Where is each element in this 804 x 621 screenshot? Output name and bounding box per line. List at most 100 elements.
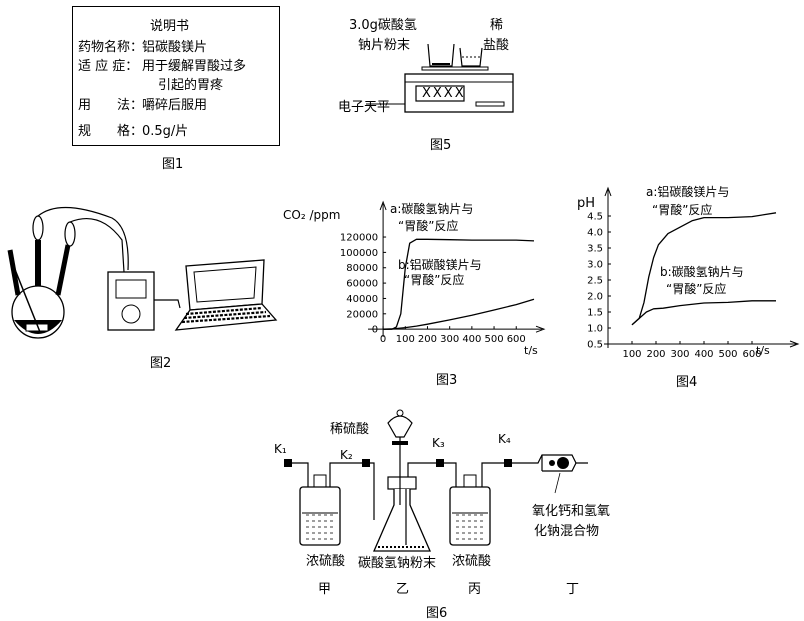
instruction-value: 嚼碎后服用: [142, 98, 208, 113]
valve-k1: [284, 459, 292, 467]
x-tick-label: 500: [485, 334, 504, 345]
instruction-title: 说明书: [150, 19, 190, 34]
nahco3-label-1: 3.0g碳酸氢: [349, 18, 417, 33]
y-tick-label: 20000: [346, 309, 378, 320]
laptop-keyboard: [174, 303, 278, 331]
fig1-caption: 图1: [162, 157, 184, 172]
fig6-caption: 图6: [426, 606, 448, 621]
instruction-value: 用于缓解胃酸过多: [142, 59, 247, 74]
funnel-stopcock: [392, 441, 408, 445]
tube-d-label-1: 氧化钙和氢氧: [532, 504, 611, 519]
hcl-label-2: 盐酸: [483, 38, 510, 53]
dilute-h2so4-label: 稀硫酸: [330, 422, 370, 437]
y-axis-arrow: [379, 200, 387, 211]
y-axis-arrow: [604, 186, 612, 197]
y-tick-label: 100000: [340, 248, 378, 259]
fig4-series-b-label-1: b:碳酸氢钠片与: [660, 265, 744, 279]
valve-k2-label: K₂: [340, 448, 353, 462]
fig5-caption: 图5: [430, 138, 452, 153]
bottle-c-label: 浓硫酸: [452, 554, 492, 569]
apparatus-c-name: 丙: [468, 582, 482, 597]
x-tick-label: 600: [742, 349, 761, 360]
conical-flask: [373, 489, 431, 552]
flask-stopper: [387, 476, 417, 490]
valve-k2: [362, 459, 370, 467]
balance-display: [415, 85, 465, 102]
x-tick-label: 400: [694, 349, 713, 360]
bottle-c: [449, 486, 491, 546]
y-tick-label: 3.5: [587, 244, 603, 255]
funnel-stopper: [396, 409, 404, 417]
sensor-cable: [69, 218, 125, 273]
tube-c-to-d: [481, 462, 530, 489]
stirring-rod: [11, 261, 41, 333]
right-probe: [55, 244, 71, 296]
balance-pan: [421, 66, 489, 71]
fig4-series-a-label-2: “胃酸”反应: [652, 203, 713, 217]
laptop-keys: [181, 306, 271, 324]
y-tick-label: 0: [372, 325, 378, 336]
drying-agent: [549, 460, 555, 466]
fig4-series-b-label-2: “胃酸”反应: [666, 282, 727, 296]
fig3-xunit: t/s: [524, 344, 538, 357]
gas-apparatus: [284, 409, 588, 552]
x-tick-label: 300: [670, 349, 689, 360]
instruction-key: 适 应 症：: [78, 59, 139, 74]
apparatus-a-name: 甲: [318, 582, 332, 597]
usb-cable: [154, 299, 181, 309]
flask-b-label: 碳酸氢钠粉末: [358, 556, 437, 571]
instruction-key: 用 法：: [78, 98, 144, 113]
instruction-value: 0.5g/片: [142, 124, 189, 139]
x-tick-label: 0: [380, 334, 386, 345]
tube-a-to-b: [329, 462, 375, 520]
fig3-series-a-label-2: “胃酸”反应: [398, 219, 459, 233]
y-tick-label: 120000: [340, 233, 378, 244]
drying-tube: [530, 454, 588, 464]
balance-readout: XXXX: [422, 86, 466, 101]
fig3-ylabel: CO₂ /ppm: [283, 208, 341, 222]
y-tick-label: 1.5: [587, 308, 603, 319]
acid-beaker: [459, 47, 483, 67]
fig3-caption: 图3: [436, 373, 458, 388]
fig2-caption: 图2: [150, 356, 172, 371]
y-tick-label: 2.5: [587, 276, 603, 287]
fig3-series-b-label-1: b:铝碳酸镁片与: [398, 258, 482, 272]
logger-screen: [115, 279, 147, 299]
series-line-b: [631, 300, 776, 326]
y-tick-label: 4.5: [587, 212, 603, 223]
y-tick-label: 80000: [346, 263, 378, 274]
fig4-ylabel: pH: [577, 196, 596, 211]
x-axis-arrow: [535, 325, 546, 333]
y-tick-label: 60000: [346, 279, 378, 290]
valve-k1-label: K₁: [274, 442, 287, 456]
x-tick-label: 100: [396, 334, 415, 345]
bottle-a-fill: [306, 514, 334, 540]
x-axis-arrow: [789, 340, 800, 348]
nahco3-label-2: 钠片粉末: [358, 38, 411, 53]
hcl-label-1: 稀: [490, 18, 504, 33]
powder-beaker: [427, 43, 455, 67]
x-tick-label: 400: [462, 334, 481, 345]
bottle-a-label: 浓硫酸: [306, 554, 346, 569]
separatory-funnel: [387, 415, 413, 438]
x-tick-label: 100: [622, 349, 641, 360]
y-tick-label: 40000: [346, 294, 378, 305]
fig3-series-a-label-1: a:碳酸氢钠片与: [390, 202, 474, 216]
valve-k3-label: K₃: [432, 436, 445, 450]
balance-diagram: [366, 43, 514, 113]
x-tick-label: 200: [418, 334, 437, 345]
series-line-a: [631, 212, 777, 326]
laptop-display: [193, 266, 257, 303]
y-tick-label: 2.0: [587, 292, 603, 303]
bottle-a-cap: [313, 474, 327, 488]
drying-agent: [557, 457, 569, 469]
fig4-series-a-label-1: a:铝碳酸镁片与: [646, 185, 730, 199]
probe-head: [32, 215, 44, 241]
bottle-c-cap: [463, 474, 477, 488]
balance-label: 电子天平: [338, 100, 391, 115]
y-tick-label: 4.0: [587, 228, 603, 239]
series-line-b: [383, 298, 535, 330]
y-tick-label: 0.5: [587, 340, 603, 351]
valve-k4: [504, 459, 512, 467]
